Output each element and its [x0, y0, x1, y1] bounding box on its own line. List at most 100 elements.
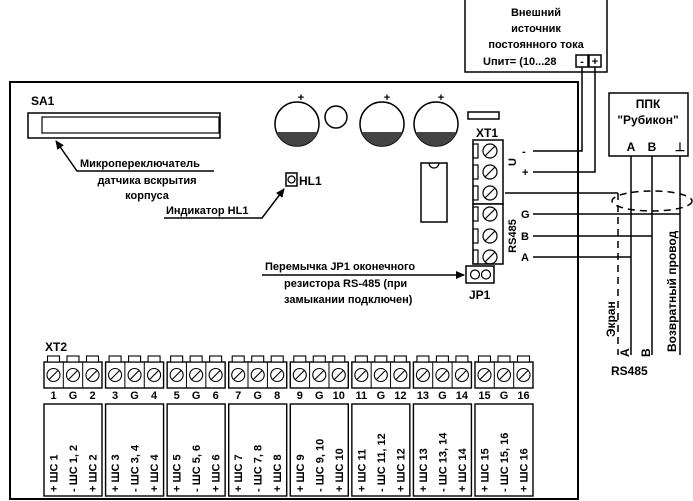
ppk-terminal-a: A: [627, 140, 636, 154]
xt2-terminal-number: 16: [517, 390, 529, 402]
line-return-label: Возвратный провод: [665, 230, 679, 352]
jp1-callout-line: резистора RS-485 (при: [284, 278, 407, 290]
xt2-signal-group-frame: [43, 403, 103, 497]
xt2-signal-group-frame: [474, 403, 534, 497]
external-power-source: Внешний источник постоянного тока Uпит= …: [464, 0, 608, 73]
jp1-callout-line: замыкании подключен): [284, 294, 413, 306]
xt2-signal-label: + ШС 13: [418, 448, 430, 492]
sa1-callout-line: Микропереключатель: [80, 158, 200, 170]
wire-power-plus: [533, 67, 596, 173]
sa1-switch: SA1: [27, 94, 221, 139]
xt2-signal-label: - ШС 9, 10: [314, 439, 326, 492]
xt1-key: [467, 111, 500, 120]
xt2-signal-label: - ШС 7, 8: [253, 445, 265, 492]
xt2-signal-label: + ШС 6: [211, 454, 223, 492]
xt2-terminal-number: 10: [333, 390, 345, 402]
capacitor-polarity: +: [298, 92, 304, 104]
xt2-terminal-tab: [393, 355, 407, 363]
xt1-terminal-label-b: B: [521, 231, 529, 243]
screw-terminal-icon: [472, 185, 498, 201]
jumper-pin: [480, 269, 492, 280]
power-minus-label: -: [580, 56, 584, 68]
screw-slot: [437, 370, 448, 380]
xt2-terminal-tab: [46, 355, 61, 363]
capacitor-polarity: +: [438, 92, 444, 104]
xt2-signal-label: - ШС 1, 2: [68, 445, 80, 492]
xt2-terminal-tab: [477, 355, 492, 363]
xt2-terminal-number: G: [377, 390, 386, 402]
xt2-terminal-tab: [251, 355, 265, 363]
capacitor-icon: +: [274, 92, 320, 147]
xt2-terminal-block: 1+ ШС 1G- ШС 1, 22+ ШС 23+ ШС 3G- ШС 3, …: [43, 355, 534, 497]
ppk-rubikon-panel: ППК "Рубикон" A B ⊥: [608, 92, 689, 157]
screw-slot: [252, 370, 263, 380]
xt2-signal-label: + ШС 10: [334, 448, 346, 492]
xt2-terminal-tab: [189, 355, 203, 363]
xt2-signal-label: + ШС 15: [479, 448, 491, 492]
xt2-signal-label: + ШС 2: [88, 454, 100, 492]
jp1-jumper: JP1: [465, 265, 495, 302]
xt2-signal-group-frame: [351, 403, 411, 497]
xt2-terminal-number: 14: [456, 390, 469, 402]
screw-slot: [395, 370, 406, 380]
xt2-terminal-number: 12: [394, 390, 406, 402]
screw-slot: [48, 370, 59, 380]
ppk-frame: [608, 92, 689, 157]
xt2-terminal-tab: [354, 355, 368, 363]
screw-slot: [233, 370, 244, 380]
xt2-terminal-tab: [108, 355, 122, 363]
xt2-signal-label: + ШС 8: [272, 454, 284, 492]
xt1-rs485-group-label: RS485: [507, 219, 519, 253]
jp1-label: JP1: [469, 288, 491, 302]
line-shield-label: Экран: [604, 301, 618, 337]
xt2-terminal-number: 8: [274, 390, 280, 402]
xt2-terminal-tab: [435, 355, 449, 363]
xt2-terminal-tab: [374, 355, 388, 363]
xt2-terminal-number: G: [500, 390, 509, 402]
xt2-terminal-number: G: [192, 390, 201, 402]
xt2-terminal-number: 15: [478, 390, 490, 402]
xt2-signal-label: + ШС 7: [233, 454, 245, 492]
xt2-signal-label: + ШС 5: [172, 454, 184, 492]
line-b-label: B: [639, 348, 653, 357]
screw-slot: [68, 370, 78, 380]
screw-terminal-icon: [472, 206, 498, 222]
xt2-terminal-number: 3: [112, 390, 118, 402]
jp1-callout-line: Перемычка JP1 оконечного: [265, 261, 415, 273]
screw-slot: [191, 370, 202, 380]
ppk-terminal-ground: ⊥: [675, 140, 685, 154]
ppk-title-line: "Рубикон": [617, 113, 678, 127]
xt2-signal-label: - ШС 3, 4: [130, 444, 142, 492]
power-source-title-line: Внешний: [511, 7, 561, 19]
chip-icon: [420, 162, 448, 223]
xt2-terminal-tab: [231, 355, 245, 363]
hl1-indicator: HL1: [285, 172, 322, 188]
xt2-terminal-number: 1: [50, 390, 56, 402]
xt1-power-group-label: U: [507, 158, 519, 166]
xt2-signal-label: + ШС 4: [149, 453, 161, 492]
led-lens: [287, 175, 296, 184]
xt2-terminal-number: 9: [297, 390, 303, 402]
line-rs485-label: RS485: [611, 364, 648, 378]
xt2-terminal-tab: [209, 355, 223, 363]
screw-slot: [479, 370, 490, 380]
sa1-callout-arrow-icon: [55, 140, 214, 172]
xt2-signal-group-frame: [412, 403, 473, 497]
capacitor-icon: +: [413, 92, 459, 147]
xt2-terminal-number: 11: [356, 390, 368, 402]
xt2-label: XT2: [45, 340, 67, 354]
sa1-label: SA1: [31, 94, 55, 108]
screw-slot: [356, 370, 367, 380]
xt2-signal-label: + ШС 14: [457, 447, 469, 492]
sa1-callout-line: корпуса: [125, 190, 170, 202]
hl1-label: HL1: [299, 174, 322, 188]
xt2-terminal-tab: [455, 355, 469, 363]
screw-slot: [171, 370, 182, 380]
xt2-terminal-number: 4: [151, 390, 158, 402]
xt2-terminal-tab: [128, 355, 142, 363]
led-icon: [285, 172, 298, 187]
xt2-signal-label: + ШС 16: [518, 448, 530, 492]
xt2-terminal-tab: [516, 355, 531, 363]
ppk-title-line: ППК: [636, 97, 661, 111]
power-source-title-line: постоянного тока: [488, 39, 584, 51]
